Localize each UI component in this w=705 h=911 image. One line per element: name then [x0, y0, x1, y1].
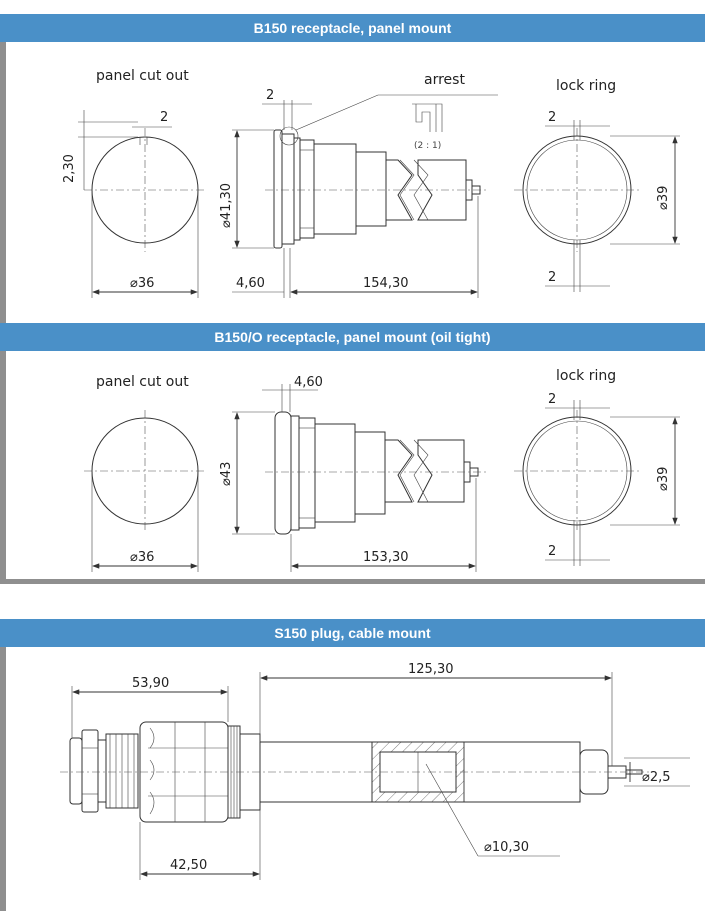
dim-pin-diameter: ⌀2,5 [642, 770, 671, 785]
dim-tube-diameter: ⌀10,30 [484, 840, 529, 855]
label-panel-cut-out-2: panel cut out [96, 374, 189, 390]
dim-body-diameter-2: ⌀43 [219, 462, 234, 486]
label-lock-ring: lock ring [556, 78, 616, 94]
section-title-b150o: B150/O receptacle, panel mount (oil tigh… [0, 323, 705, 351]
dim-body-diameter: ⌀41,30 [219, 183, 234, 228]
dim-overall-length: 125,30 [408, 662, 454, 677]
b150-panel-cutout-view: panel cut out 2 2,30 ⌀36 [62, 68, 206, 298]
b150o-panel-cutout-view: panel cut out ⌀36 [84, 374, 206, 572]
dim-body-length: 154,30 [363, 276, 409, 291]
b150-side-view: arrest (2 : 1) 2 ⌀41,30 4,60 154,30 [219, 72, 498, 298]
label-panel-cut-out: panel cut out [96, 68, 189, 84]
dim-nut-length: 42,50 [170, 858, 207, 873]
s150-plug-side-view: 53,90 125,30 ⌀2,5 ⌀10,30 42,50 [60, 662, 690, 880]
dim-cutout-diameter-2: ⌀36 [130, 550, 154, 565]
b150o-lock-ring-view: lock ring 2 2 ⌀39 [514, 368, 680, 566]
dim-ring-gap-bottom: 2 [548, 270, 556, 285]
section-frame-b150 [0, 42, 705, 323]
dim-flange-thickness-2: 4,60 [294, 375, 323, 390]
section-frame-b150o [0, 351, 705, 584]
label-lock-ring-2: lock ring [556, 368, 616, 384]
dim-cutout-diameter: ⌀36 [130, 276, 154, 291]
dim-cutout-height: 2,30 [62, 154, 77, 183]
dim-body-length-2: 153,30 [363, 550, 409, 565]
label-arrest: arrest [424, 72, 465, 88]
dim-ring-gap-top: 2 [548, 110, 556, 125]
dim-ring-diameter: ⌀39 [656, 186, 671, 210]
dim-arrest-groove: 2 [266, 88, 274, 103]
dim-cutout-gap: 2 [160, 110, 168, 125]
b150-lock-ring-view: lock ring 2 2 ⌀39 [514, 78, 680, 292]
dim-ring-gap-top-2: 2 [548, 392, 556, 407]
section-title-s150: S150 plug, cable mount [0, 619, 705, 647]
dim-ring-diameter-2: ⌀39 [656, 467, 671, 491]
dim-flange-thickness: 4,60 [236, 276, 265, 291]
dim-ring-gap-bottom-2: 2 [548, 544, 556, 559]
b150o-side-view: 4,60 ⌀43 153,30 [219, 375, 486, 572]
section-title-b150: B150 receptacle, panel mount [0, 14, 705, 42]
dim-gland-length: 53,90 [132, 676, 169, 691]
section-frame-s150 [0, 647, 705, 911]
label-detail-scale: (2 : 1) [414, 141, 441, 151]
